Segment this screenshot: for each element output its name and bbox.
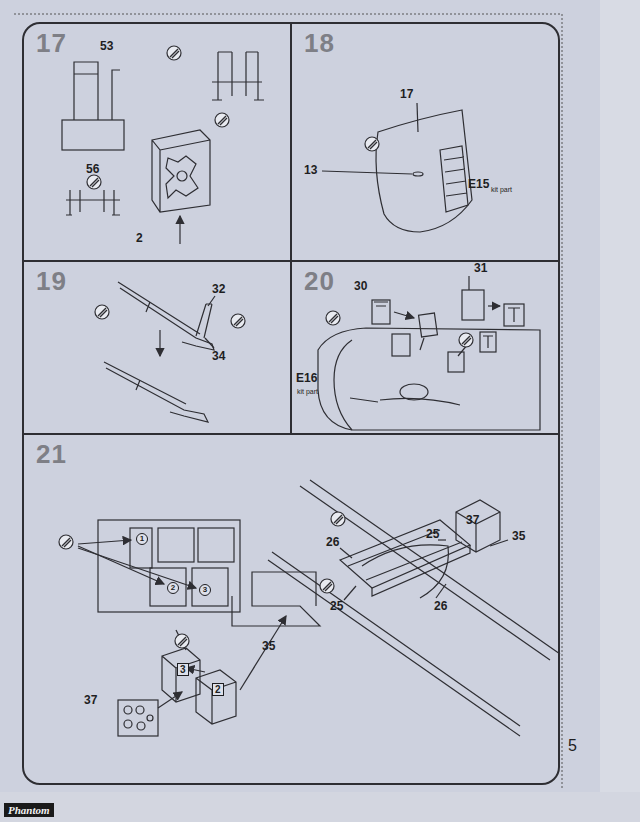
step-panel: 18 (290, 22, 560, 262)
part-number: 56 (86, 163, 99, 176)
step-number: 21 (36, 439, 67, 470)
part-number: E16 (296, 372, 317, 385)
step-panel: 17 (22, 22, 292, 262)
step-panel: 20 (290, 260, 560, 435)
part-number: 53 (100, 40, 113, 53)
part-number: 35 (512, 530, 525, 543)
part-number: 25 (426, 528, 439, 541)
step-panel: 19 (22, 260, 292, 435)
part-number: 37 (466, 514, 479, 527)
page-number: 5 (568, 737, 577, 755)
step-number: 19 (36, 266, 67, 297)
part-number: E15 (468, 178, 489, 191)
part-number: 34 (212, 350, 225, 363)
part-number: 25 (330, 600, 343, 613)
callout-number: 3 (199, 584, 211, 596)
step-panel: 21 (22, 433, 560, 785)
callout-number: 2 (167, 582, 179, 594)
part-number: 17 (400, 88, 413, 101)
step-number: 20 (304, 266, 335, 297)
watermark: Phantom (4, 803, 54, 817)
step-number: 18 (304, 28, 335, 59)
part-number: 35 (262, 640, 275, 653)
part-number: 31 (474, 262, 487, 275)
part-number: 37 (84, 694, 97, 707)
callout-number: 3 (177, 663, 189, 676)
part-number: 26 (434, 600, 447, 613)
callout-number: 1 (136, 533, 148, 545)
part-number: 13 (304, 164, 317, 177)
callout-number: 2 (212, 683, 224, 696)
part-number: 30 (354, 280, 367, 293)
kit-part-note: kit part (297, 388, 318, 396)
part-number: 26 (326, 536, 339, 549)
part-number: 2 (136, 232, 143, 245)
step-number: 17 (36, 28, 67, 59)
kit-part-note: kit part (491, 186, 512, 194)
part-number: 32 (212, 283, 225, 296)
